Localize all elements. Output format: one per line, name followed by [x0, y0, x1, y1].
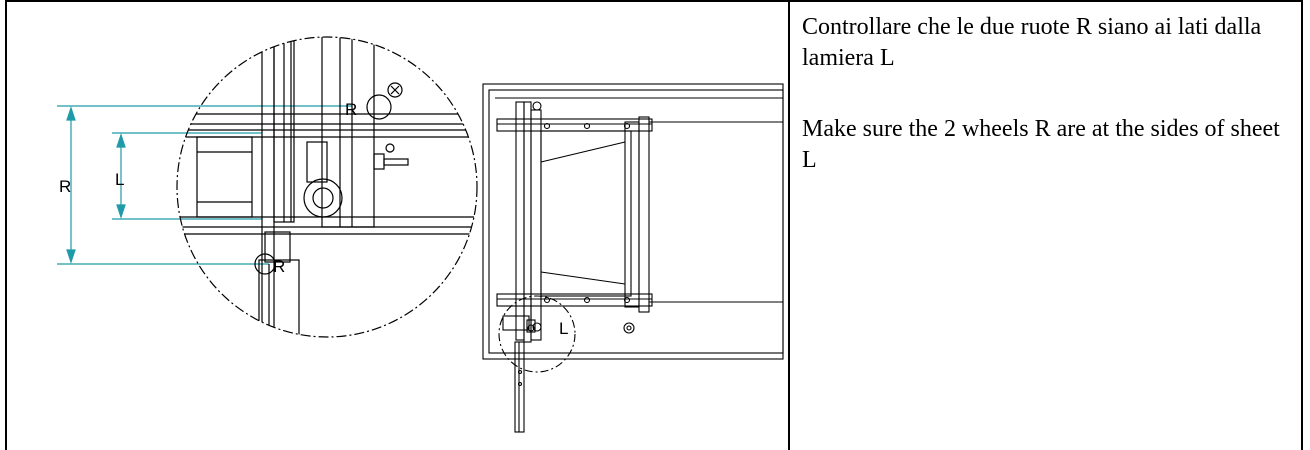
instruction-italian: Controllare che le due ruote R siano ai …: [802, 14, 1262, 71]
dimension-label-r: R: [59, 177, 71, 196]
instructions-cell: Controllare che le due ruote R siano ai …: [802, 12, 1292, 216]
dimension-lines: [57, 105, 352, 265]
overview-view: [482, 83, 784, 433]
detail-view: [176, 36, 478, 338]
cell-divider: [788, 0, 790, 450]
detail-callout-circle: [498, 295, 576, 373]
wheel-label-r-bottom: R: [273, 257, 285, 276]
technical-drawing-cell: R L: [7, 2, 788, 450]
dimension-label-l: L: [115, 170, 124, 189]
wheel-label-r-top: R: [345, 100, 357, 119]
overview-label-l: L: [559, 319, 568, 338]
technical-drawing: R L: [57, 36, 784, 433]
table-frame: [5, 0, 1303, 450]
instruction-english: Make sure the 2 wheels R are at the side…: [802, 116, 1280, 173]
